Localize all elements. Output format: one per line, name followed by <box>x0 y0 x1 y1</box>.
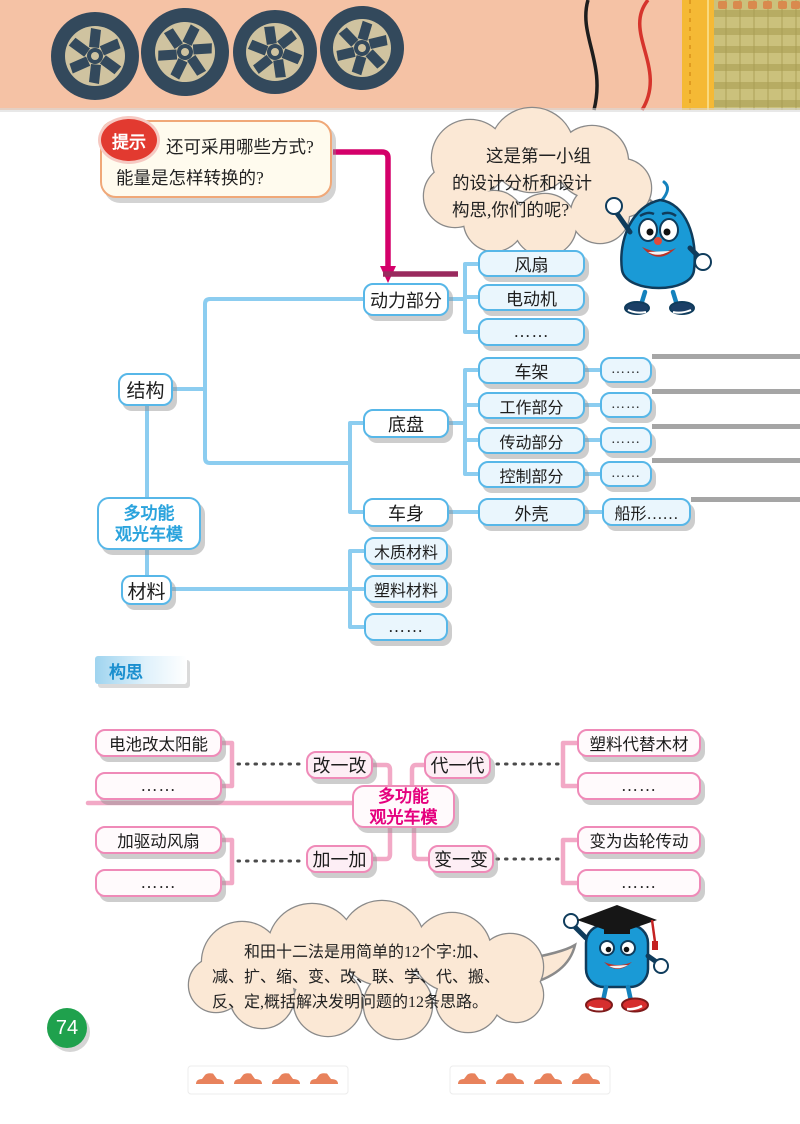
speech-bubble-bottom-text: 和田十二法是用简单的12个字:加、 减、扩、缩、变、改、联、学、代、搬、 反、定… <box>212 940 548 1015</box>
leaf-frame: 车架 <box>478 357 585 384</box>
bubble-top-line-1: 这是第一小组 <box>486 146 591 166</box>
leaf-transmission-ellipsis: …… <box>600 427 652 453</box>
idea-change-ellipsis: …… <box>577 869 701 897</box>
mascot-drop-character <box>605 180 712 315</box>
speech-bubble-bottom <box>187 899 577 1041</box>
leaf-motor: 电动机 <box>478 284 585 311</box>
hint-box: 提示 还可采用哪些方式? 能量是怎样转换的? <box>98 116 332 198</box>
bubble-top-line-3: 构思,你们的呢? <box>452 200 570 220</box>
root-pink-line2: 观光车模 <box>369 807 438 827</box>
idea-substitute-ellipsis: …… <box>577 772 701 800</box>
node-chassis: 底盘 <box>363 409 449 438</box>
idea-battery-to-solar: 电池改太阳能 <box>95 729 222 757</box>
node-structure: 结构 <box>118 373 173 406</box>
method-change: 变一变 <box>428 845 494 873</box>
yellow-rail <box>682 0 714 110</box>
root-blue-line2: 观光车模 <box>115 524 183 544</box>
conception-label: 构思 <box>95 656 187 684</box>
bubble-bottom-line-2: 减、扩、缩、变、改、联、学、代、搬、 <box>212 969 501 986</box>
node-root-blue: 多功能 观光车模 <box>97 497 201 550</box>
leaf-power-ellipsis: …… <box>478 318 585 346</box>
wheel-icons <box>51 6 404 100</box>
hint-line-1: 还可采用哪些方式? <box>166 137 314 157</box>
banner-photo <box>0 0 800 112</box>
method-substitute: 代一代 <box>424 751 491 779</box>
car-strips <box>187 1065 611 1095</box>
leaf-frame-ellipsis: …… <box>600 357 652 383</box>
idea-add-drive-fan: 加驱动风扇 <box>95 826 222 854</box>
red-wire <box>637 0 653 111</box>
leaf-material-ellipsis: …… <box>364 613 448 641</box>
leaf-working-part: 工作部分 <box>478 392 585 419</box>
node-body: 车身 <box>363 498 449 527</box>
idea-modify-ellipsis: …… <box>95 772 222 800</box>
leaf-wood-material: 木质材料 <box>364 537 448 565</box>
mindmap1-connectors <box>145 262 604 629</box>
node-root-pink: 多功能 观光车模 <box>352 785 455 828</box>
leaf-plastic-material: 塑料材料 <box>364 575 448 603</box>
mindmap2-dotted-links <box>236 762 561 863</box>
leaf-control-ellipsis: …… <box>600 461 652 487</box>
gray-edge-bars <box>652 354 800 502</box>
method-add: 加一加 <box>306 845 373 873</box>
mascot-graduate-character <box>563 905 669 1013</box>
woven-mat <box>714 0 800 110</box>
node-power-part: 动力部分 <box>363 283 449 316</box>
idea-add-ellipsis: …… <box>95 869 222 897</box>
leaf-control-part: 控制部分 <box>478 461 585 488</box>
hint-badge: 提示 <box>98 116 160 164</box>
leaf-fan: 风扇 <box>478 250 585 277</box>
black-wire <box>584 0 599 111</box>
node-material: 材料 <box>121 575 172 605</box>
method-modify: 改一改 <box>306 751 373 779</box>
speech-bubble-top-text: 这是第一小组 的设计分析和设计 构思,你们的呢? <box>452 143 630 224</box>
root-blue-line1: 多功能 <box>123 503 175 523</box>
leaf-working-ellipsis: …… <box>600 392 652 418</box>
leaf-transmission-part: 传动部分 <box>478 427 585 454</box>
hint-line-2: 能量是怎样转换的? <box>116 168 264 188</box>
idea-plastic-replaces-wood: 塑料代替木材 <box>577 729 701 757</box>
bubble-bottom-line-3: 反、定,概括解决发明问题的12条思路。 <box>212 994 489 1011</box>
bubble-top-line-2: 的设计分析和设计 <box>452 173 592 193</box>
leaf-boat-shape: 船形…… <box>602 498 691 526</box>
hint-arrow <box>333 149 458 283</box>
mindmap2-connectors <box>85 740 580 886</box>
leaf-shell: 外壳 <box>478 498 585 526</box>
idea-change-to-gear-drive: 变为齿轮传动 <box>577 826 701 854</box>
bubble-bottom-line-1: 和田十二法是用简单的12个字:加、 <box>244 944 489 961</box>
root-pink-line1: 多功能 <box>378 786 429 806</box>
page-number-badge: 74 <box>47 1008 87 1048</box>
